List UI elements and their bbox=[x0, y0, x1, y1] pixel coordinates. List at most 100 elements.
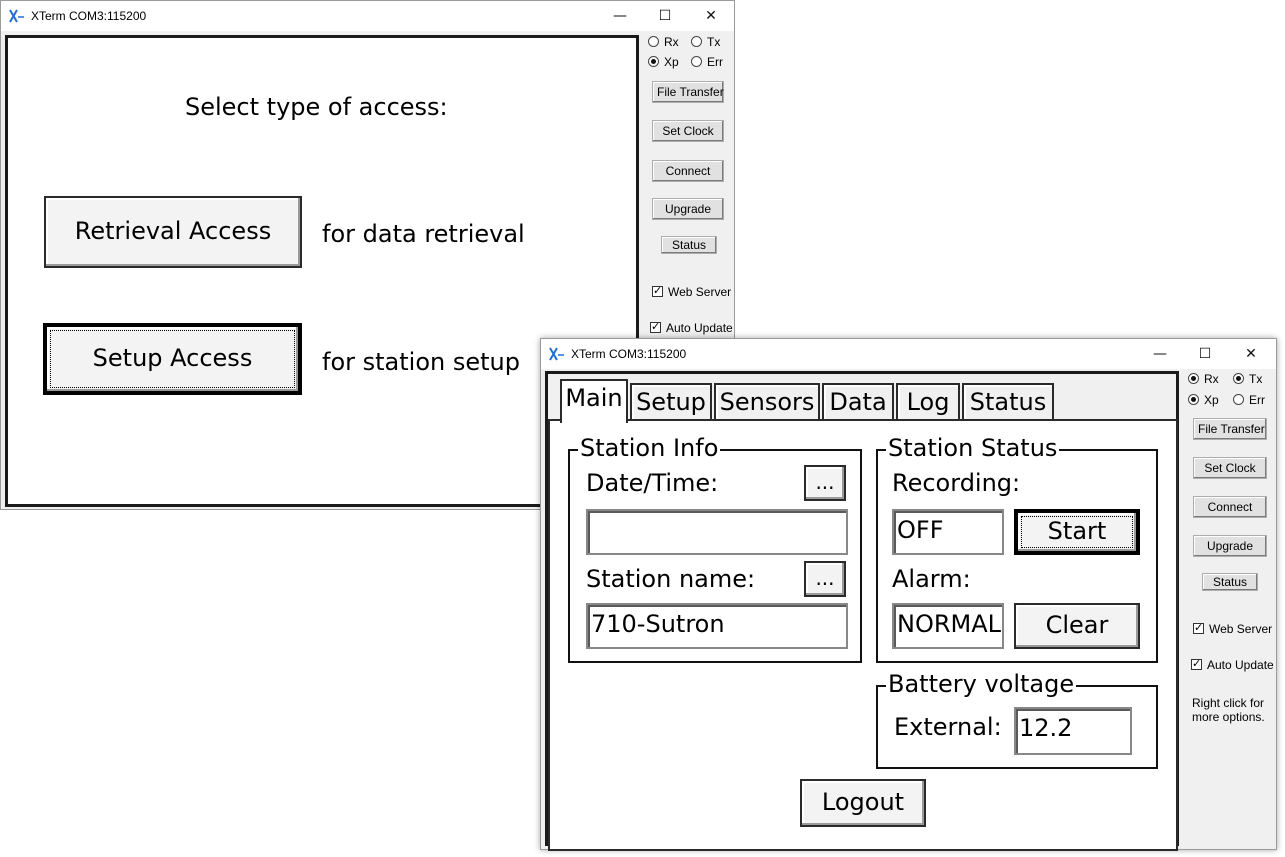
radio-err[interactable]: Err bbox=[691, 55, 723, 69]
recording-field[interactable]: OFF bbox=[892, 509, 1004, 555]
radio-xp[interactable]: Xp bbox=[648, 55, 679, 69]
hint-line-2: more options. bbox=[1192, 710, 1265, 724]
battery-voltage-legend: Battery voltage bbox=[886, 670, 1077, 698]
datetime-label: Date/Time: bbox=[586, 469, 719, 497]
external-voltage-field[interactable]: 12.2 bbox=[1014, 707, 1132, 755]
status-button[interactable]: Status bbox=[661, 236, 717, 254]
checkbox-box bbox=[652, 284, 663, 297]
setup-access-button[interactable]: Setup Access bbox=[43, 323, 302, 395]
datetime-field[interactable] bbox=[586, 509, 848, 555]
clear-button[interactable]: Clear bbox=[1014, 603, 1140, 649]
xterm-window-access: XTerm COM3:115200 — ☐ ✕ Select type of a… bbox=[0, 0, 735, 510]
station-status-group: Station Status Recording: OFF Start Alar… bbox=[876, 434, 1158, 663]
logout-button[interactable]: Logout bbox=[800, 779, 926, 827]
station-name-field[interactable]: 710-Sutron bbox=[586, 603, 848, 649]
radio-label: Xp bbox=[1204, 393, 1219, 407]
window-title: XTerm COM3:115200 bbox=[571, 347, 687, 361]
web-server-checkbox[interactable]: Web Server bbox=[652, 284, 732, 299]
window-title: XTerm COM3:115200 bbox=[31, 9, 147, 23]
radio-label: Err bbox=[707, 55, 723, 69]
title-bar[interactable]: XTerm COM3:115200 — ☐ ✕ bbox=[1, 1, 734, 31]
file-transfer-button[interactable]: File Transfer bbox=[1193, 418, 1267, 440]
set-clock-button[interactable]: Set Clock bbox=[1193, 457, 1267, 479]
start-button[interactable]: Start bbox=[1014, 509, 1140, 555]
setup-access-label: Setup Access bbox=[92, 344, 253, 372]
checkbox-label: Web Server bbox=[668, 285, 732, 299]
hint-line-1: Right click for bbox=[1192, 696, 1265, 710]
recording-label: Recording: bbox=[892, 469, 1021, 497]
close-button[interactable]: ✕ bbox=[1245, 346, 1257, 362]
checkbox-label: Auto Update bbox=[666, 321, 733, 335]
xterm-app-icon bbox=[9, 9, 24, 23]
minimize-button[interactable]: — bbox=[613, 8, 627, 24]
radio-indicator bbox=[1233, 394, 1244, 405]
lcd-screen: Main Setup Sensors Data Log Status Stati… bbox=[545, 371, 1179, 851]
main-tab-panel: Station Info Date/Time: ... Station name… bbox=[548, 419, 1178, 851]
checkbox-box bbox=[1191, 657, 1202, 670]
radio-indicator bbox=[1188, 373, 1199, 384]
alarm-field[interactable]: NORMAL bbox=[892, 603, 1004, 649]
minimize-button[interactable]: — bbox=[1153, 346, 1167, 362]
focus-ring bbox=[50, 330, 295, 388]
station-info-group: Station Info Date/Time: ... Station name… bbox=[568, 434, 862, 663]
access-heading: Select type of access: bbox=[185, 93, 448, 121]
auto-update-checkbox[interactable]: Auto Update bbox=[650, 320, 733, 335]
radio-label: Xp bbox=[664, 55, 679, 69]
alarm-label: Alarm: bbox=[892, 565, 971, 593]
station-name-label: Station name: bbox=[586, 565, 756, 593]
tab-data[interactable]: Data bbox=[822, 383, 894, 423]
station-status-legend: Station Status bbox=[886, 434, 1060, 462]
tab-main[interactable]: Main bbox=[560, 379, 628, 423]
retrieval-access-button[interactable]: Retrieval Access bbox=[44, 196, 302, 268]
station-name-ellipsis-button[interactable]: ... bbox=[804, 561, 846, 597]
radio-indicator bbox=[691, 56, 702, 67]
maximize-button[interactable]: ☐ bbox=[658, 8, 672, 24]
upgrade-button[interactable]: Upgrade bbox=[1193, 535, 1267, 557]
connect-button[interactable]: Connect bbox=[1193, 496, 1267, 518]
external-voltage-label: External: bbox=[894, 713, 1002, 741]
radio-tx[interactable]: Tx bbox=[691, 35, 720, 49]
radio-xp[interactable]: Xp bbox=[1188, 393, 1219, 407]
file-transfer-button[interactable]: File Transfer bbox=[652, 81, 724, 103]
web-server-checkbox[interactable]: Web Server bbox=[1193, 621, 1273, 636]
focus-ring bbox=[1021, 516, 1133, 548]
radio-label: Tx bbox=[707, 35, 721, 49]
battery-voltage-group: Battery voltage External: 12.2 bbox=[876, 670, 1158, 769]
radio-label: Rx bbox=[1204, 372, 1219, 386]
radio-label: Tx bbox=[1249, 372, 1263, 386]
radio-indicator bbox=[648, 56, 659, 67]
right-click-hint: Right click for more options. bbox=[1192, 696, 1265, 724]
title-bar[interactable]: XTerm COM3:115200 — ☐ ✕ bbox=[541, 339, 1276, 369]
station-info-legend: Station Info bbox=[578, 434, 721, 462]
xterm-window-main: XTerm COM3:115200 — ☐ ✕ Main Setup Senso… bbox=[540, 338, 1277, 851]
xterm-app-icon bbox=[549, 347, 564, 361]
upgrade-button[interactable]: Upgrade bbox=[652, 198, 724, 220]
tab-status[interactable]: Status bbox=[962, 383, 1054, 423]
side-panel: Rx Tx Xp Err File Transfer Set Clock Con… bbox=[1183, 369, 1277, 849]
checkbox-label: Auto Update bbox=[1207, 658, 1274, 672]
checkbox-box bbox=[650, 320, 661, 333]
lcd-screen: Select type of access: Retrieval Access … bbox=[5, 35, 639, 507]
tab-setup[interactable]: Setup bbox=[630, 383, 712, 423]
radio-indicator bbox=[1188, 394, 1199, 405]
status-button[interactable]: Status bbox=[1202, 573, 1258, 591]
maximize-button[interactable]: ☐ bbox=[1198, 346, 1212, 362]
radio-indicator bbox=[691, 36, 702, 47]
datetime-ellipsis-button[interactable]: ... bbox=[804, 465, 846, 501]
radio-tx[interactable]: Tx bbox=[1233, 372, 1262, 386]
tab-sensors[interactable]: Sensors bbox=[714, 383, 820, 423]
radio-rx[interactable]: Rx bbox=[1188, 372, 1219, 386]
tab-log[interactable]: Log bbox=[896, 383, 960, 423]
connect-button[interactable]: Connect bbox=[652, 160, 724, 182]
start-button-label: Start bbox=[1047, 517, 1107, 545]
auto-update-checkbox[interactable]: Auto Update bbox=[1191, 657, 1274, 672]
radio-err[interactable]: Err bbox=[1233, 393, 1265, 407]
retrieval-description: for data retrieval bbox=[322, 220, 525, 248]
checkbox-label: Web Server bbox=[1209, 622, 1273, 636]
set-clock-button[interactable]: Set Clock bbox=[652, 120, 724, 142]
checkbox-box bbox=[1193, 621, 1204, 634]
close-button[interactable]: ✕ bbox=[705, 8, 717, 24]
radio-label: Err bbox=[1249, 393, 1265, 407]
radio-rx[interactable]: Rx bbox=[648, 35, 679, 49]
radio-indicator bbox=[648, 36, 659, 47]
